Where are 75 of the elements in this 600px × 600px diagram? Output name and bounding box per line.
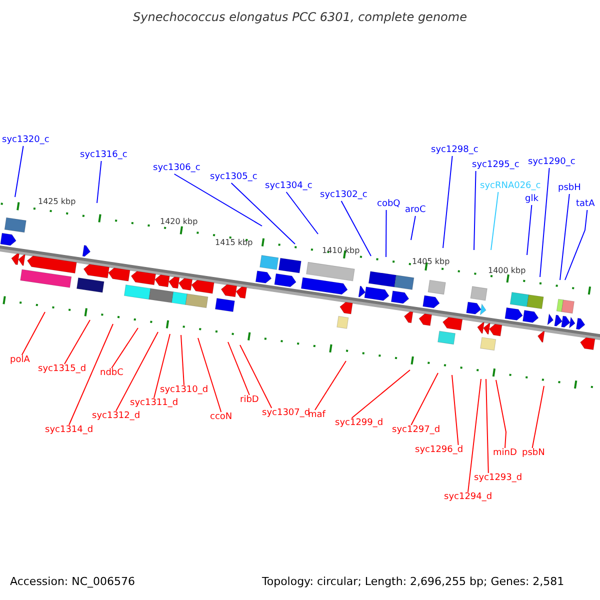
leader-line: [474, 170, 476, 250]
gene-label: syc1297_d: [392, 425, 440, 436]
leader-line: [410, 372, 438, 426]
leader-line: [154, 334, 170, 398]
gene-label: maf: [308, 410, 326, 421]
title: Synechococcus elongatus PCC 6301, complete genome: [132, 10, 468, 24]
gene-label: syc1295_c: [472, 160, 520, 171]
gene-label: syc1310_d: [160, 385, 208, 396]
gene-label: syc1296_d: [415, 445, 464, 456]
leader-line: [174, 174, 262, 226]
leader-line: [564, 210, 588, 280]
scale-label: 1415 kbp: [215, 238, 253, 248]
leader-line: [410, 216, 416, 240]
gene-label: syc1293_d: [474, 473, 522, 484]
leader-line: [452, 374, 459, 446]
leader-line: [64, 320, 90, 364]
scale-label: 1420 kbp: [160, 217, 198, 227]
footer-text: Accession: NC_006576: [10, 575, 136, 588]
leader-line: [314, 360, 346, 410]
scale-label: 1405 kbp: [412, 257, 450, 267]
footer-text: Topology: circular; Length: 2,696,255 bp; Genes: 2,581: [262, 575, 564, 588]
scale-label: 1410 kbp: [322, 246, 360, 256]
leader-line: [68, 324, 114, 426]
leader-line: [496, 380, 506, 448]
leader-line: [560, 194, 570, 280]
leader-line: [230, 182, 296, 244]
gene-label: cobQ: [377, 199, 400, 210]
scale-label: 1425 kbp: [38, 197, 76, 207]
gene-label: syc1294_d: [444, 492, 492, 503]
leader-line: [116, 332, 158, 412]
gene-label: tatA: [576, 199, 595, 210]
gene-label: glk: [525, 194, 538, 205]
gene-label: syc1311_d: [130, 398, 178, 409]
gene-label: syc1320_c: [2, 135, 50, 146]
leader-line: [21, 312, 46, 356]
leader-line: [490, 192, 499, 250]
gene-label: syc1312_d: [92, 411, 140, 422]
gene-label: syc1299_d: [335, 418, 384, 429]
gene-label: syc1314_d: [45, 425, 94, 436]
gene-label: polA: [10, 355, 30, 366]
gene-label: aroC: [405, 205, 426, 216]
leader-line: [526, 204, 532, 256]
leader-line: [532, 386, 544, 448]
gene-label: syc1304_c: [265, 181, 312, 192]
gene-label: syc1305_c: [210, 172, 258, 183]
gene-label: ndbC: [100, 368, 124, 379]
gene-label: psbH: [558, 183, 581, 194]
leader-line: [96, 160, 102, 204]
leader-line: [386, 210, 387, 258]
leader-line: [442, 156, 453, 248]
leader-line: [486, 378, 489, 474]
leader-line: [468, 378, 482, 492]
gene-label: syc1316_c: [80, 150, 128, 161]
leader-line: [351, 370, 410, 418]
gene-label: syc1302_c: [320, 190, 368, 201]
leader-line: [198, 338, 222, 412]
gene-label: syc1306_c: [153, 163, 200, 174]
leader-line: [340, 200, 372, 256]
gene-label: syc1298_c: [431, 145, 478, 156]
gene-label: ccoN: [210, 412, 232, 423]
gene-label: minD: [493, 448, 517, 459]
leader-line: [240, 344, 272, 408]
gene-label: psbN: [522, 448, 545, 459]
gene-label: ribD: [240, 395, 259, 406]
gene-label: syc1315_d: [38, 364, 86, 375]
leader-line: [180, 334, 184, 386]
leader-line: [14, 146, 24, 198]
gene-label: syc1307_d: [262, 408, 310, 419]
leader-line: [111, 328, 138, 368]
gene-label: sycRNA026_c: [480, 181, 541, 192]
leader-line: [286, 192, 318, 234]
gene-label: syc1290_c: [528, 157, 576, 168]
leader-line: [540, 168, 550, 278]
scale-label: 1400 kbp: [488, 266, 526, 276]
leader-line: [228, 342, 250, 396]
